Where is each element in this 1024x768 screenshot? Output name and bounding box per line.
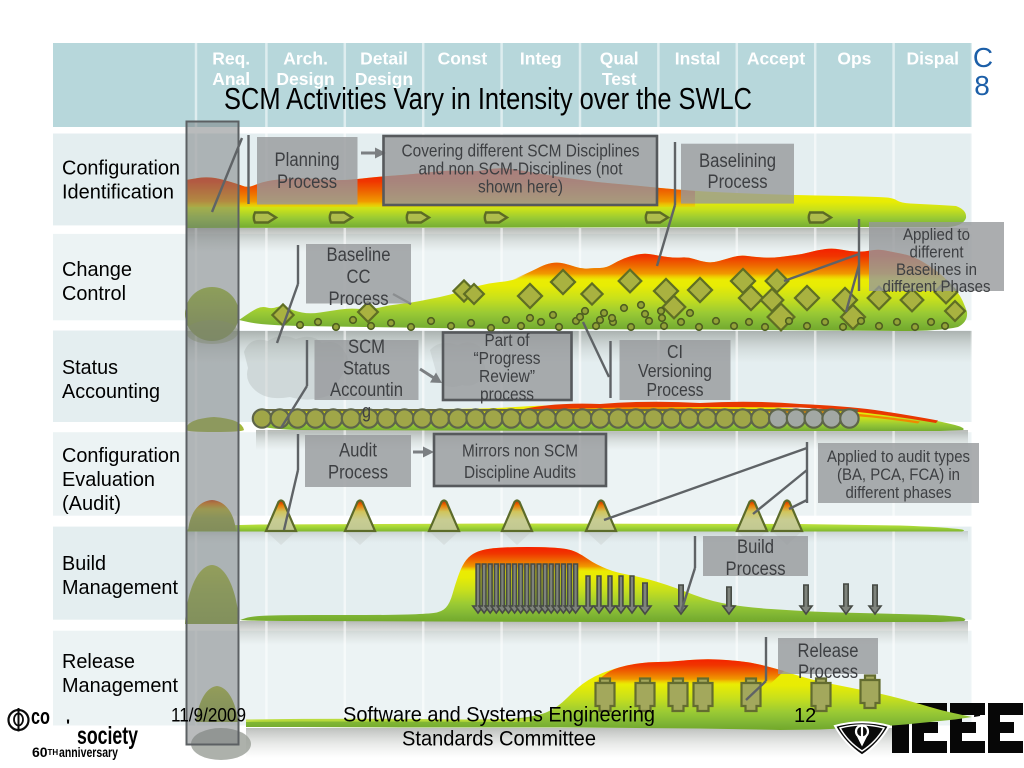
svg-text:Baselines in: Baselines in [896, 260, 977, 279]
svg-text:Integ: Integ [520, 49, 562, 69]
svg-text:Process: Process [726, 559, 786, 580]
svg-text:Instal: Instal [675, 49, 721, 69]
svg-text:60: 60 [32, 744, 48, 760]
svg-text:Anal: Anal [212, 69, 250, 89]
svg-text:Covering different SCM Discipl: Covering different SCM Disciplines [402, 140, 640, 160]
svg-text:Qual: Qual [600, 49, 639, 69]
svg-text:Accept: Accept [747, 49, 806, 69]
svg-text:(Audit): (Audit) [62, 492, 121, 515]
svg-text:Versioning: Versioning [638, 361, 712, 381]
svg-text:Part of: Part of [485, 330, 530, 350]
svg-text:Const: Const [438, 49, 488, 69]
svg-text:Status: Status [343, 359, 390, 380]
svg-text:Process: Process [277, 172, 337, 193]
svg-text:Process: Process [708, 172, 768, 193]
svg-text:CI: CI [667, 342, 683, 362]
svg-text:“Progress: “Progress [474, 348, 541, 368]
svg-text:Applied to audit types: Applied to audit types [827, 447, 970, 466]
svg-text:Change: Change [62, 258, 132, 281]
svg-text:(BA, PCA, FCA) in: (BA, PCA, FCA) in [837, 465, 960, 484]
svg-text:Control: Control [62, 282, 126, 305]
svg-text:Discipline Audits: Discipline Audits [464, 462, 576, 482]
svg-text:process: process [480, 384, 534, 404]
svg-text:Configuration: Configuration [62, 157, 180, 180]
svg-text:Identification: Identification [62, 181, 174, 204]
svg-text:Ops: Ops [837, 49, 871, 69]
svg-text:11/9/2009: 11/9/2009 [171, 706, 246, 727]
svg-text:Test: Test [602, 69, 637, 89]
svg-text:Evaluation: Evaluation [62, 468, 155, 491]
svg-text:shown here): shown here) [478, 176, 563, 196]
svg-text:Build: Build [737, 537, 774, 558]
svg-text:Applied to: Applied to [903, 225, 970, 244]
svg-text:Release: Release [62, 650, 135, 673]
svg-text:Planning: Planning [275, 150, 340, 171]
svg-text:Process: Process [329, 289, 389, 310]
svg-text:Baselining: Baselining [699, 151, 776, 172]
svg-text:Detail: Detail [360, 49, 408, 69]
svg-text:': ' [66, 716, 70, 735]
svg-text:and non SCM-Disciplines (not: and non SCM-Disciplines (not [419, 158, 623, 178]
svg-text:anniversary: anniversary [59, 745, 118, 760]
svg-text:CC: CC [347, 267, 371, 288]
svg-text:Design: Design [276, 69, 334, 89]
svg-text:Configuration: Configuration [62, 444, 180, 467]
svg-text:Management: Management [62, 674, 178, 697]
svg-text:Accounting: Accounting [62, 380, 160, 403]
svg-text:g: g [362, 402, 371, 423]
svg-text:Arch.: Arch. [283, 49, 328, 69]
svg-text:Standards Committee: Standards Committee [402, 728, 596, 751]
svg-text:Management: Management [62, 576, 178, 599]
svg-text:Design: Design [355, 69, 413, 89]
svg-text:Review”: Review” [479, 366, 535, 386]
svg-text:Accountin: Accountin [330, 380, 403, 401]
svg-text:Baseline: Baseline [327, 245, 391, 266]
svg-text:different phases: different phases [846, 483, 952, 502]
svg-text:Audit: Audit [339, 441, 378, 462]
svg-text:different: different [910, 242, 964, 261]
svg-text:Process: Process [328, 463, 388, 484]
svg-text:Req.: Req. [212, 49, 250, 69]
svg-text:12: 12 [794, 705, 816, 727]
svg-text:SCM: SCM [348, 337, 385, 358]
svg-text:SCM Activities Vary in Intensi: SCM Activities Vary in Intensity over th… [224, 81, 752, 116]
svg-text:Process: Process [647, 380, 704, 400]
svg-text:Build: Build [62, 552, 106, 575]
svg-text:Status: Status [62, 356, 118, 379]
svg-text:TH: TH [48, 748, 59, 757]
svg-text:Dispal: Dispal [907, 49, 960, 69]
svg-text:Mirrors non SCM: Mirrors non SCM [462, 441, 578, 461]
svg-text:society: society [77, 722, 138, 750]
svg-text:Process: Process [798, 662, 858, 683]
svg-text:different Phases: different Phases [883, 277, 991, 296]
svg-text:co: co [31, 704, 50, 729]
svg-text:C: C [973, 42, 993, 73]
svg-text:Release: Release [798, 641, 859, 662]
svg-text:Software and Systems Engineeri: Software and Systems Engineering [343, 704, 655, 727]
svg-text:8: 8 [974, 70, 990, 101]
